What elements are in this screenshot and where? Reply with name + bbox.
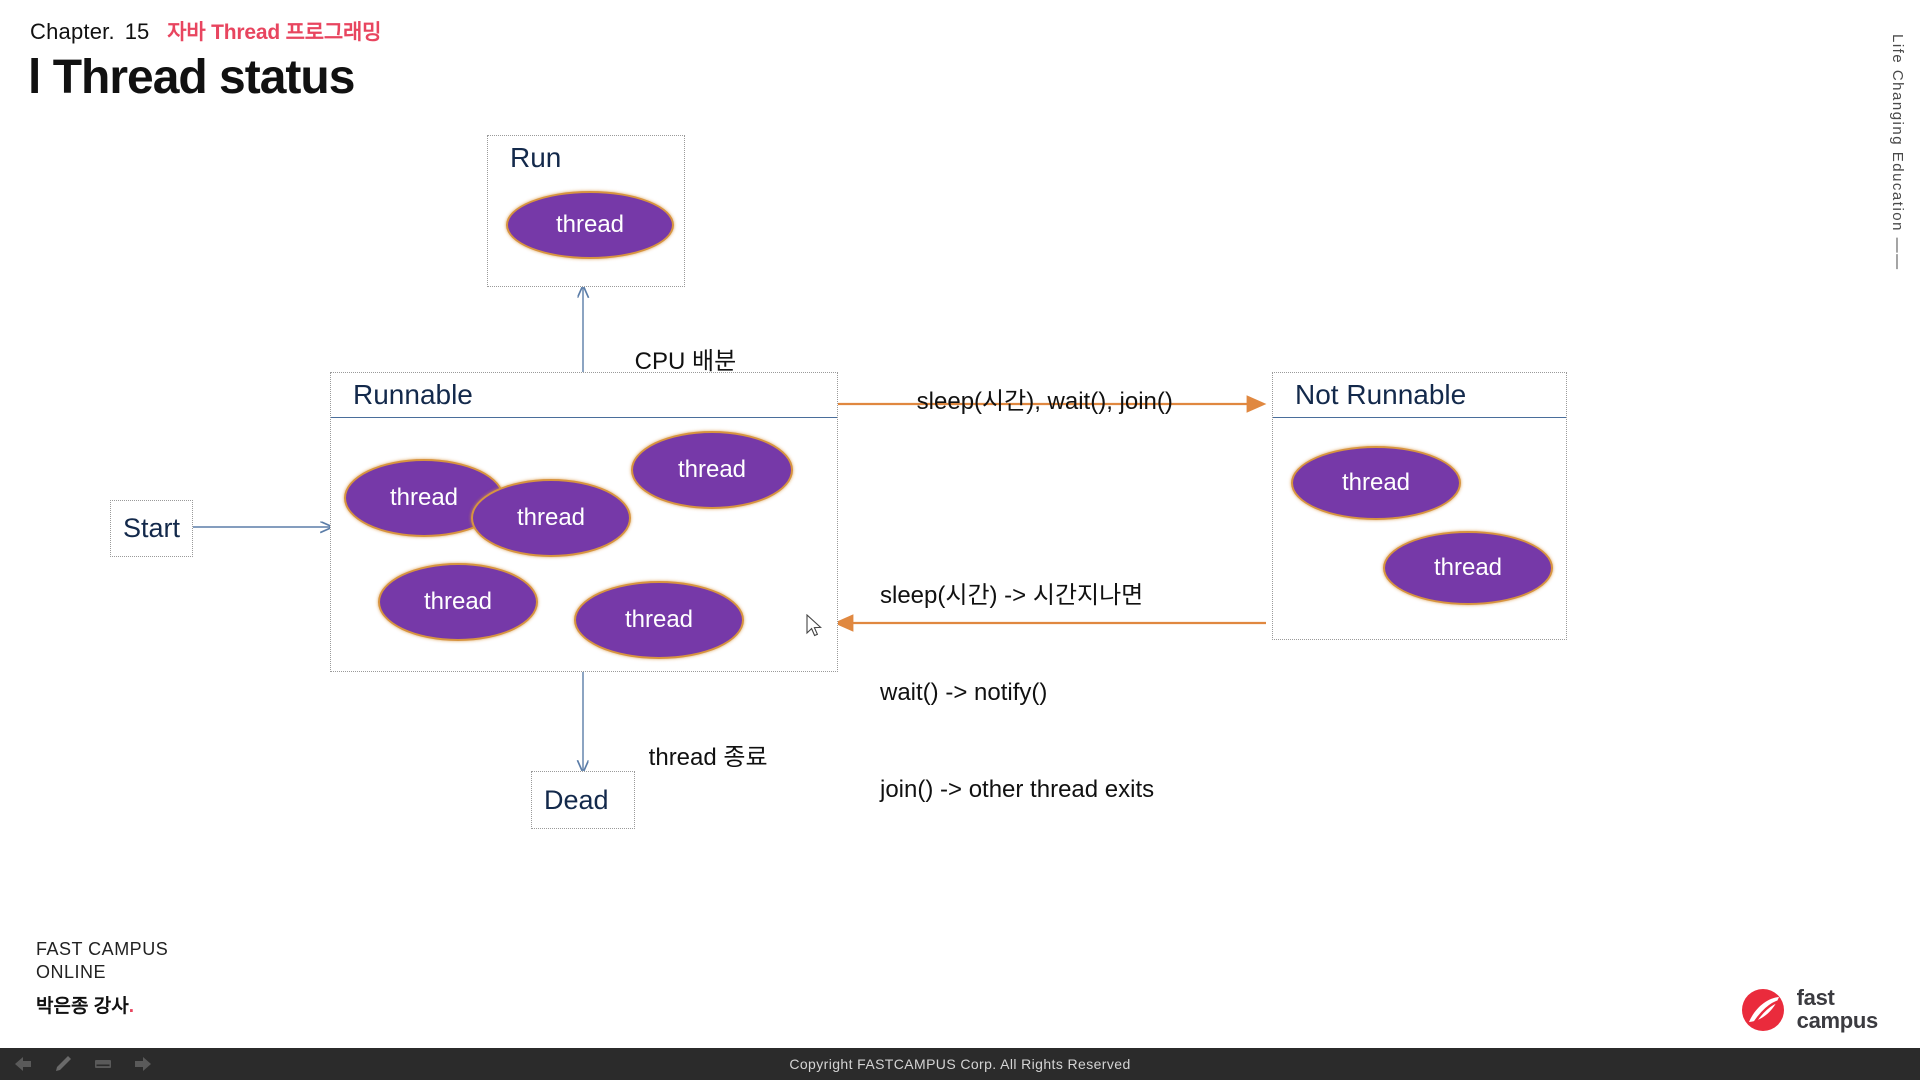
edge-label-text: CPU 배분: [634, 347, 737, 375]
node-run-label: Run: [510, 142, 562, 173]
logo-line-1: fast: [1796, 985, 1835, 1011]
footer-brand-block: FAST CAMPUS ONLINE 박은종 강사.: [36, 938, 168, 1018]
chapter-word: Chapter.: [30, 19, 115, 44]
edge-label-line-3: join() -> other thread exits: [880, 776, 1155, 804]
thread-label: thread: [624, 606, 694, 633]
thread-label: thread: [516, 504, 586, 531]
thread-ellipse[interactable]: thread: [1383, 531, 1553, 605]
presenter-toolbar: Copyright FASTCAMPUS Corp. All Rights Re…: [0, 1048, 1920, 1080]
node-start[interactable]: Start: [110, 500, 193, 557]
edge-label-line-1: sleep(시간) -> 시간지나면: [880, 581, 1144, 609]
brand-line-1: FAST CAMPUS: [36, 939, 169, 959]
previous-slide-icon[interactable]: [12, 1053, 34, 1075]
thread-label: thread: [1341, 469, 1411, 496]
title-bullet-bar: l: [28, 51, 41, 104]
thread-label: thread: [389, 484, 459, 511]
page-title-text: Thread status: [52, 51, 356, 104]
copyright-text: Copyright FASTCAMPUS Corp. All Rights Re…: [789, 1056, 1131, 1072]
thread-ellipse[interactable]: thread: [574, 581, 744, 659]
thread-label: thread: [677, 456, 747, 483]
node-runnable[interactable]: Runnable thread thread thread thread thr…: [330, 372, 838, 672]
fastcampus-mark-icon: [1741, 988, 1784, 1031]
edge-label-text: thread 종료: [648, 743, 768, 771]
thread-ellipse[interactable]: thread: [631, 431, 793, 509]
edge-label-cpu-dispatch: CPU 배분: [608, 320, 737, 403]
edge-label-back-to-runnable: sleep(시간) -> 시간지나면 wait() -> notify() jo…: [880, 515, 1154, 871]
page-title: l Thread status: [28, 50, 356, 105]
node-not-runnable-label: Not Runnable: [1295, 379, 1467, 410]
brand-line-2: ONLINE: [36, 961, 107, 982]
edge-label-line-2: wait() -> notify(): [880, 678, 1048, 706]
thread-label: thread: [1433, 554, 1503, 581]
logo-line-2: campus: [1796, 1007, 1879, 1033]
slide-view-icon[interactable]: [92, 1053, 114, 1075]
thread-ellipse[interactable]: thread: [506, 191, 674, 259]
edge-label-thread-end: thread 종료: [622, 716, 768, 799]
node-not-runnable-divider: [1273, 417, 1566, 418]
fastcampus-wordmark: fast campus: [1796, 985, 1879, 1033]
chapter-title: 자바 Thread 프로그래밍: [167, 21, 382, 44]
presenter-name-text: 박은종 강사: [36, 996, 129, 1017]
thread-ellipse[interactable]: thread: [378, 563, 538, 641]
chapter-number: 15: [124, 19, 150, 44]
brand-tagline: Life Changing Education ——: [1889, 34, 1906, 271]
node-runnable-label: Runnable: [353, 379, 473, 410]
presenter-name: 박은종 강사.: [36, 991, 168, 1018]
presenter-dot: .: [128, 996, 134, 1017]
thread-label: thread: [555, 211, 625, 238]
node-dead-label: Dead: [544, 784, 609, 815]
thread-ellipse[interactable]: thread: [1291, 446, 1461, 520]
node-runnable-divider: [331, 417, 837, 418]
edge-label-to-not-runnable: sleep(시간), wait(), join(): [890, 360, 1173, 443]
node-not-runnable[interactable]: Not Runnable thread thread: [1272, 372, 1567, 640]
edge-label-text: sleep(시간), wait(), join(): [916, 387, 1173, 415]
toolbar-tools: [0, 1053, 154, 1075]
pen-icon[interactable]: [52, 1053, 74, 1075]
node-dead[interactable]: Dead: [531, 771, 635, 829]
node-start-label: Start: [123, 513, 181, 543]
fastcampus-logo: fast campus: [1741, 985, 1879, 1033]
next-slide-icon[interactable]: [132, 1053, 154, 1075]
node-run[interactable]: Run thread: [487, 135, 685, 287]
mouse-cursor: [806, 614, 822, 637]
thread-label: thread: [423, 588, 493, 615]
thread-ellipse[interactable]: thread: [471, 479, 631, 557]
chapter-line: Chapter. 15 자바 Thread 프로그래밍: [30, 16, 381, 46]
